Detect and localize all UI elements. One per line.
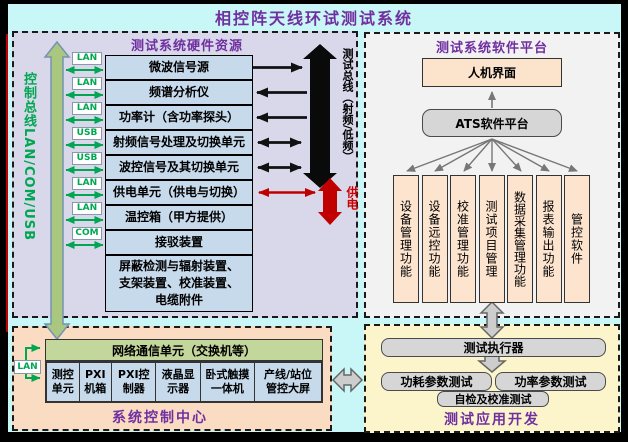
hw-box-microwave-source: 微波信号源 xyxy=(105,55,253,80)
hw-box-docking-device: 接驳装置 xyxy=(105,230,253,255)
power-consumption-test-box: 功耗参数测试 xyxy=(381,372,492,391)
dev-cell-touch-pc: 卧式触摸 一体机 xyxy=(199,363,254,401)
cc-lan-label: LAN xyxy=(14,360,41,374)
hw-box-temp-chamber: 温控箱（甲方提供） xyxy=(105,205,253,230)
dev-cell-lcd: 液晶显 示器 xyxy=(155,363,199,401)
dev-cell-pxi-controller: PXI控 制器 xyxy=(111,363,155,401)
power-param-test-box: 功率参数测试 xyxy=(495,372,606,391)
hw-box-power-meter: 功率计（含功率探头） xyxy=(105,105,253,130)
selfcheck-cal-test-box: 自检及校准测试 xyxy=(437,391,549,407)
accessories-line-1: 屏蔽检测与辐射装置、 xyxy=(118,259,239,273)
app-dev-caption: 测试应用开发 xyxy=(444,412,540,428)
test-executor-box: 测试执行器 xyxy=(381,338,606,357)
conn-label-7: LAN xyxy=(72,202,102,215)
conn-label-3: LAN xyxy=(72,102,102,115)
control-bus-label: 控制总线LAN/COM/USB xyxy=(21,72,36,242)
network-unit-bar: 网络通信单元（交换机等） xyxy=(45,339,323,361)
conn-label-6: LAN xyxy=(72,177,102,190)
ats-platform-box: ATS软件平台 xyxy=(422,109,562,137)
accessories-line-2: 支架装置、校准装置、 xyxy=(118,276,239,290)
conn-label-2: LAN xyxy=(72,77,102,90)
conn-label-8: COM xyxy=(72,227,102,240)
conn-label-5: USB xyxy=(72,152,102,165)
hw-box-power-supply-unit: 供电单元（供电与切换） xyxy=(105,180,253,205)
fn-box-mgmt-software: 管控软件 xyxy=(564,175,590,303)
red-accent-line xyxy=(6,34,8,332)
fn-box-remote-control: 设备远控功能 xyxy=(421,175,448,303)
power-label: 供电 xyxy=(345,186,359,210)
page-title: 相控阵天线环试测试系统 xyxy=(214,9,413,28)
hw-box-wave-control-unit: 波控信号及其切换单元 xyxy=(105,155,253,180)
fn-box-report-output: 报表输出功能 xyxy=(535,175,562,303)
fn-box-device-mgmt: 设备管理功能 xyxy=(393,175,419,303)
hw-box-rf-switch-unit: 射频信号处理及切换单元 xyxy=(105,130,253,155)
accessories-line-3: 电缆附件 xyxy=(154,293,203,307)
dev-cell-tc-unit: 测控 单元 xyxy=(51,368,74,395)
conn-label-1: LAN xyxy=(72,52,102,65)
hw-box-spectrum-analyzer: 频谱分析仪 xyxy=(105,80,253,105)
device-row: 测控 单元 PXI 机箱 PXI控 制器 液晶显 示器 卧式触摸 一体机 产线/… xyxy=(45,361,323,403)
dev-cell-big-screen: 产线/站位 管控大屏 xyxy=(253,363,321,401)
fn-box-data-acq: 数据采集管理功能 xyxy=(507,175,533,303)
hmi-box: 人机界面 xyxy=(422,58,562,87)
test-bus-label: 测试总线（射频/低频） xyxy=(341,48,354,163)
control-center-caption: 系统控制中心 xyxy=(112,410,208,426)
conn-label-4: USB xyxy=(72,127,102,140)
hardware-header: 测试系统硬件资源 xyxy=(130,39,243,54)
dev-cell-pxi-chassis: PXI 机箱 xyxy=(78,363,112,401)
hw-box-accessories: 屏蔽检测与辐射装置、 支架装置、校准装置、 电缆附件 xyxy=(105,255,253,312)
software-header: 测试系统软件平台 xyxy=(435,41,548,56)
fn-box-test-project: 测试项目管理 xyxy=(478,175,505,303)
fn-box-cal-mgmt: 校准管理功能 xyxy=(450,175,476,303)
